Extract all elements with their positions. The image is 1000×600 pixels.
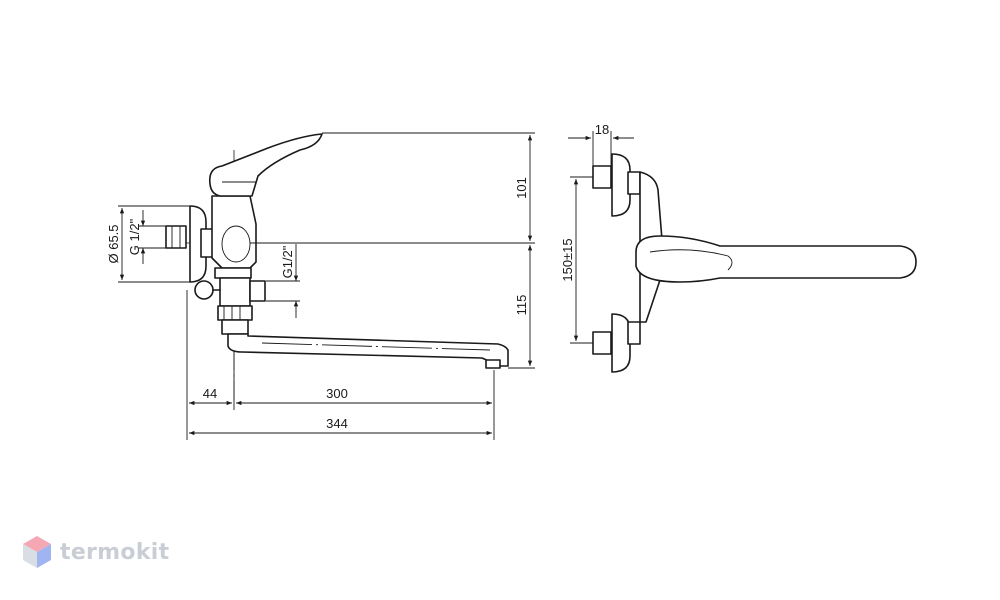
label-diameter-65-5: Ø 65.5 xyxy=(106,224,121,263)
termokit-logo-text: termokit xyxy=(60,539,170,565)
spout xyxy=(227,333,509,369)
label-344: 344 xyxy=(326,416,348,431)
termokit-logo-icon xyxy=(23,536,51,568)
front-view: 18 150±15 xyxy=(560,122,917,373)
label-150-15: 150±15 xyxy=(560,238,575,281)
termokit-watermark: termokit xyxy=(22,535,169,569)
label-g-half-inlet: G 1/2" xyxy=(127,218,142,255)
lever-handle xyxy=(208,133,323,197)
faucet-body xyxy=(194,195,266,335)
label-18: 18 xyxy=(595,122,609,137)
wall-flange xyxy=(165,205,216,283)
label-300: 300 xyxy=(326,386,348,401)
side-view: 101 115 Ø 65.5 G 1/2" G1/2" 44 300 344 xyxy=(106,132,535,440)
lower-connector xyxy=(592,313,641,373)
label-101: 101 xyxy=(514,177,529,199)
label-g1-half-outlet: G1/2" xyxy=(280,245,295,278)
upper-connector xyxy=(592,153,641,217)
front-lever xyxy=(635,235,917,283)
label-44: 44 xyxy=(203,386,217,401)
label-115: 115 xyxy=(514,295,529,316)
